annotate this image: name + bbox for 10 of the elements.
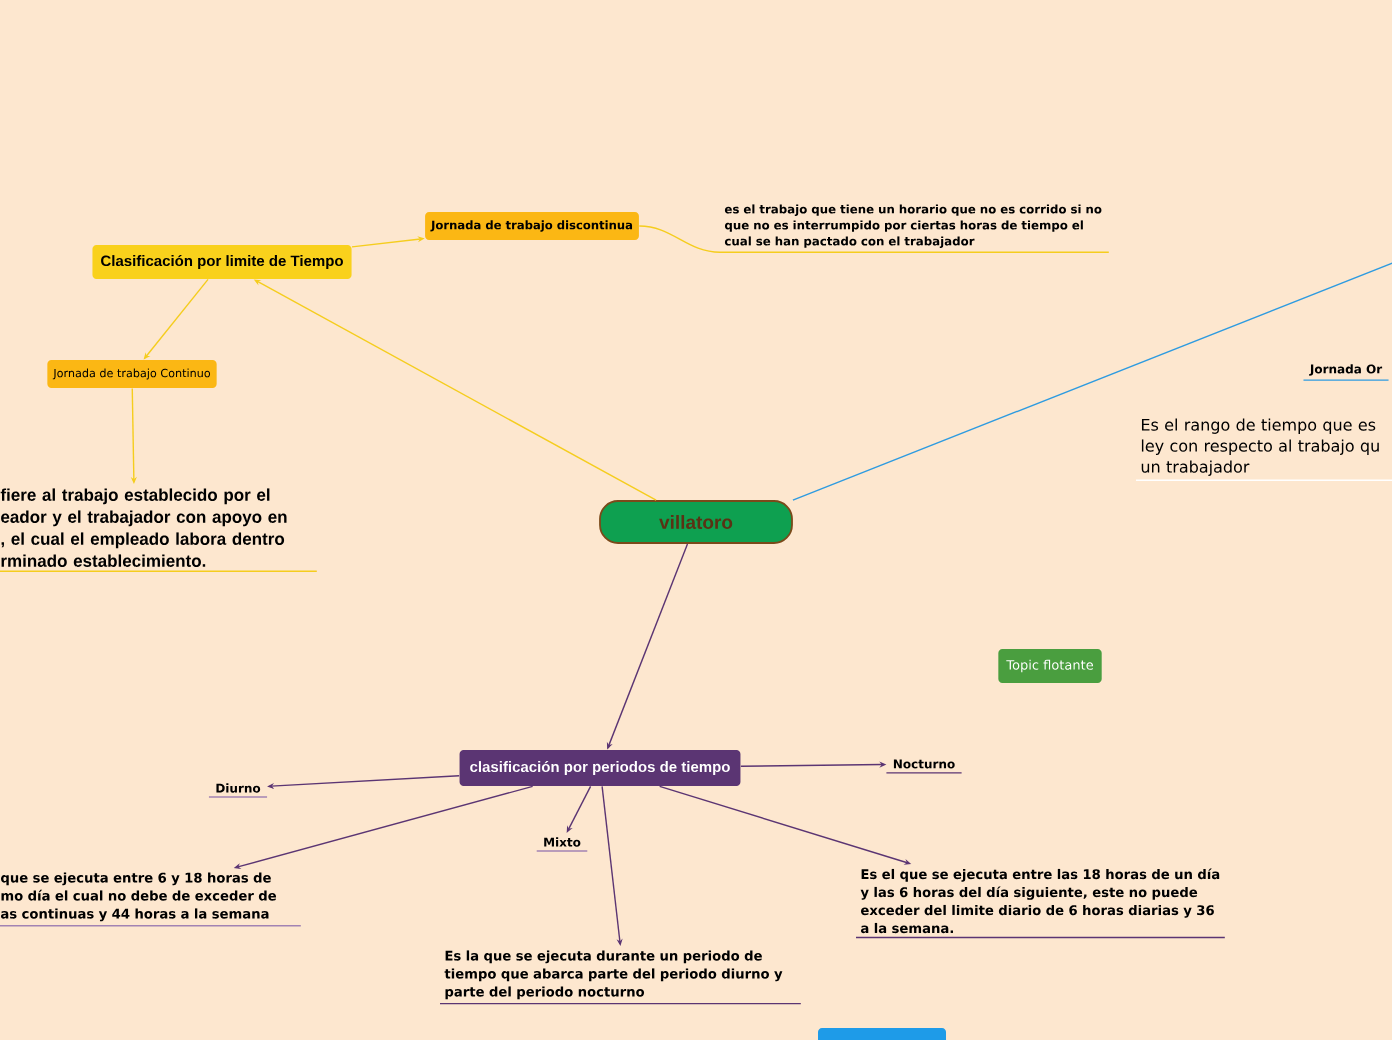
- connector: [143, 278, 209, 360]
- note-text: fiere al trabajo establecido por el eador y el trabajador con apoyo en , el cual el empleado labora dentro rminado establecimiento.: [0, 488, 318, 572]
- connector: [566, 785, 592, 833]
- connector: [638, 225, 721, 253]
- note-text: Es el rango de tiempo que es ley con respecto al trabajo qu un trabajador: [1135, 418, 1392, 481]
- central-topic: villatoro: [599, 500, 793, 544]
- connector: [792, 259, 1392, 501]
- connector: [267, 775, 460, 790]
- connector: [601, 785, 623, 946]
- topic-box: [818, 1028, 946, 1040]
